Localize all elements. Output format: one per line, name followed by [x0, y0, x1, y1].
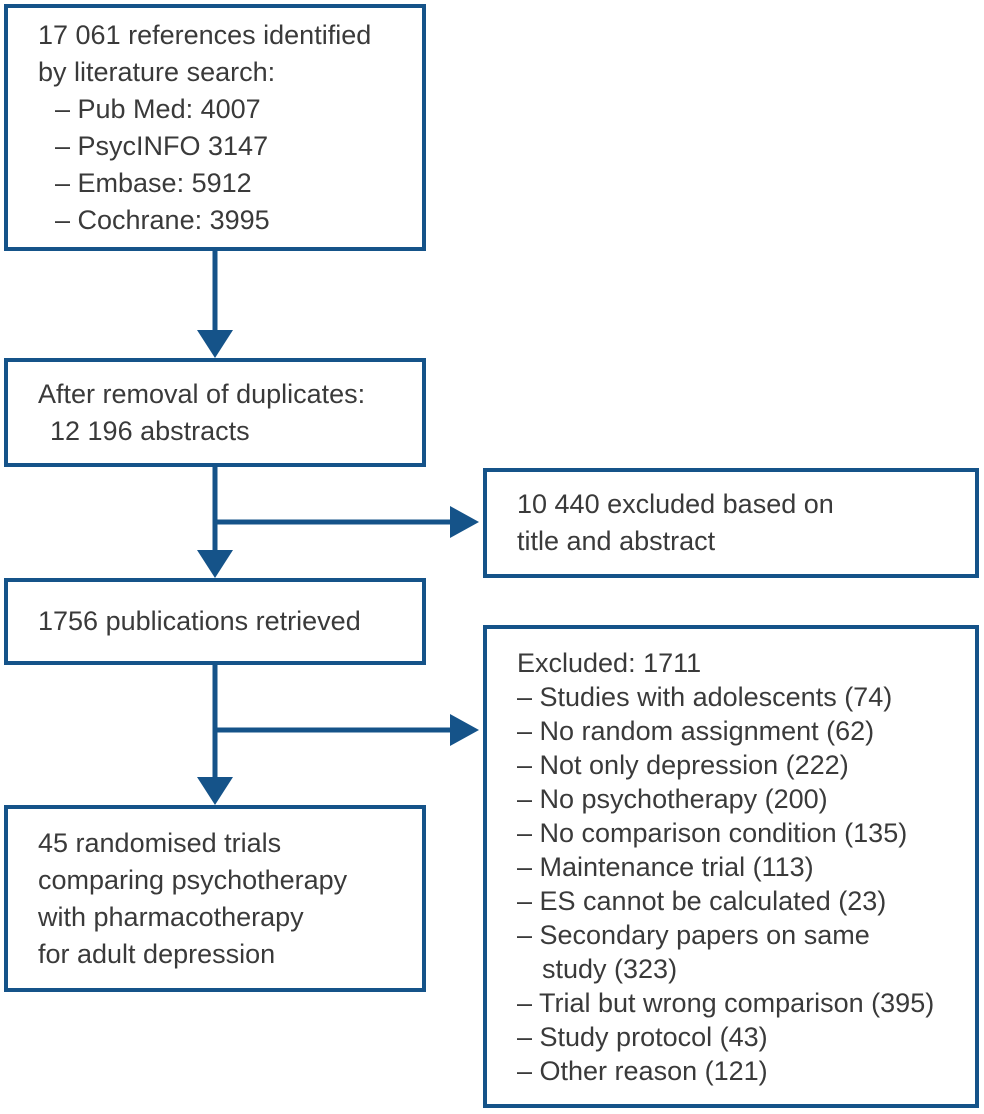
box-references-identified: 17 061 references identified by literatu… — [4, 4, 426, 251]
box-after-duplicate-removal: After removal of duplicates: 12 196 abst… — [4, 358, 426, 467]
box-line: – Pub Med: 4007 — [55, 93, 261, 124]
box-line: for adult depression — [38, 938, 276, 969]
box-line: – Other reason (121) — [517, 1055, 768, 1086]
box-line: 1756 publications retrieved — [38, 606, 361, 636]
box-line: – Not only depression (222) — [517, 749, 849, 780]
box-line: – Secondary papers on same — [517, 919, 870, 950]
connector-duplicates-to-retrieved — [197, 467, 233, 578]
box-line: – Study protocol (43) — [517, 1021, 768, 1052]
box-line: Excluded: 1711 — [517, 647, 702, 678]
box-excluded-title-abstract: 10 440 excluded based on title and abstr… — [483, 468, 979, 578]
box-line: by literature search: — [38, 56, 276, 87]
arrow-right-icon — [450, 506, 479, 538]
box-line: title and abstract — [517, 526, 716, 556]
box-line: 17 061 references identified — [38, 19, 372, 50]
arrow-down-icon — [197, 330, 233, 358]
box-line: with pharmacotherapy — [38, 901, 304, 932]
box-line: – Studies with adolescents (74) — [517, 681, 893, 712]
box-line: – Maintenance trial (113) — [517, 851, 814, 882]
arrow-down-icon — [197, 777, 233, 805]
box-included-trials: 45 randomised trials comparing psychothe… — [4, 805, 426, 992]
box-line: – Trial but wrong comparison (395) — [517, 987, 935, 1018]
box-line: – No psychotherapy (200) — [517, 783, 828, 814]
arrow-down-icon — [197, 550, 233, 578]
box-line: 10 440 excluded based on — [517, 489, 834, 519]
arrow-right-icon — [450, 714, 479, 746]
box-line: – Embase: 5912 — [55, 167, 252, 198]
box-line: After removal of duplicates: — [38, 378, 366, 409]
connector-branch-to-excluded-screening — [213, 506, 479, 538]
box-line: study (323) — [542, 953, 678, 984]
box-line: 45 randomised trials — [38, 827, 282, 858]
box-line: – PsycINFO 3147 — [55, 130, 269, 161]
box-line: – Cochrane: 3995 — [55, 204, 270, 235]
box-line: – No random assignment (62) — [517, 715, 875, 746]
box-line: – ES cannot be calculated (23) — [517, 885, 887, 916]
box-excluded-fulltext: Excluded: 1711 – Studies with adolescent… — [483, 625, 979, 1108]
box-line: 12 196 abstracts — [50, 415, 250, 446]
box-line: comparing psychotherapy — [38, 864, 348, 895]
box-publications-retrieved: 1756 publications retrieved — [4, 578, 426, 665]
connector-branch-to-excluded-fulltext — [213, 714, 479, 746]
box-line: – No comparison condition (135) — [517, 817, 908, 848]
connector-retrieved-to-included — [197, 665, 233, 805]
connector-identified-to-duplicates — [197, 251, 233, 358]
